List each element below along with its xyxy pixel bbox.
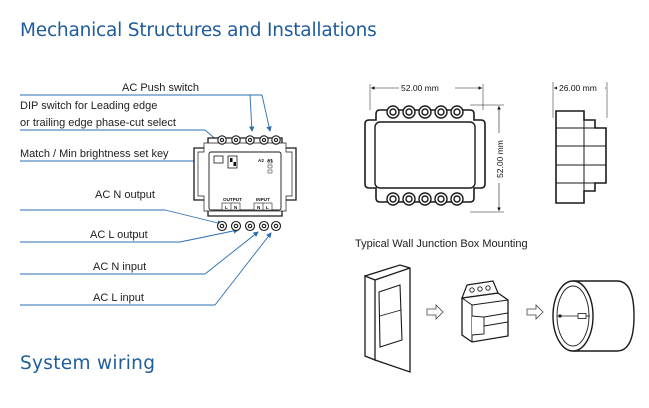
dimension-width: 52.00 mm bbox=[401, 83, 439, 93]
device-markings: A2 A1 OUTPUT INPUT L N N L bbox=[223, 158, 273, 210]
label-ac-push-switch: AC Push switch bbox=[122, 82, 200, 94]
dimensioned-front-view bbox=[364, 82, 505, 213]
label-ac-n-input: AC N input bbox=[93, 261, 147, 273]
marking-a2: A2 bbox=[258, 158, 264, 163]
marking-a1: A1 bbox=[267, 158, 273, 163]
marking-input: INPUT bbox=[256, 197, 270, 202]
dimension-depth: 26.00 mm bbox=[559, 83, 597, 93]
dimension-height: 52.00 mm bbox=[495, 140, 505, 178]
label-ac-l-input: AC L input bbox=[93, 292, 144, 304]
marking-output-n: N bbox=[234, 205, 238, 210]
device-front-view bbox=[193, 135, 297, 232]
section-title-system-wiring: System wiring bbox=[20, 353, 156, 374]
marking-output-l: L bbox=[225, 205, 228, 210]
label-match-key: Match / Min brightness set key bbox=[20, 148, 169, 160]
marking-input-n: N bbox=[257, 205, 261, 210]
dimensioned-side-view bbox=[552, 82, 608, 204]
top-terminals bbox=[217, 135, 281, 145]
marking-input-l: L bbox=[266, 205, 269, 210]
page-title: Mechanical Structures and Installations bbox=[20, 20, 377, 41]
bottom-terminals bbox=[216, 220, 282, 232]
arrow-1 bbox=[426, 304, 444, 320]
label-ac-l-output: AC L output bbox=[90, 229, 148, 241]
label-dip-switch-line2: or trailing edge phase-cut select bbox=[20, 117, 176, 129]
mounting-caption: Typical Wall Junction Box Mounting bbox=[355, 238, 528, 250]
label-dip-switch-line1: DIP switch for Leading edge bbox=[20, 100, 158, 112]
marking-output: OUTPUT bbox=[223, 197, 242, 202]
junction-box-illustration bbox=[552, 280, 635, 352]
module-3d-illustration bbox=[461, 280, 509, 343]
match-key bbox=[213, 155, 224, 164]
arrow-2 bbox=[526, 304, 544, 320]
wall-switch-illustration bbox=[364, 264, 411, 373]
label-ac-n-output: AC N output bbox=[95, 189, 155, 201]
